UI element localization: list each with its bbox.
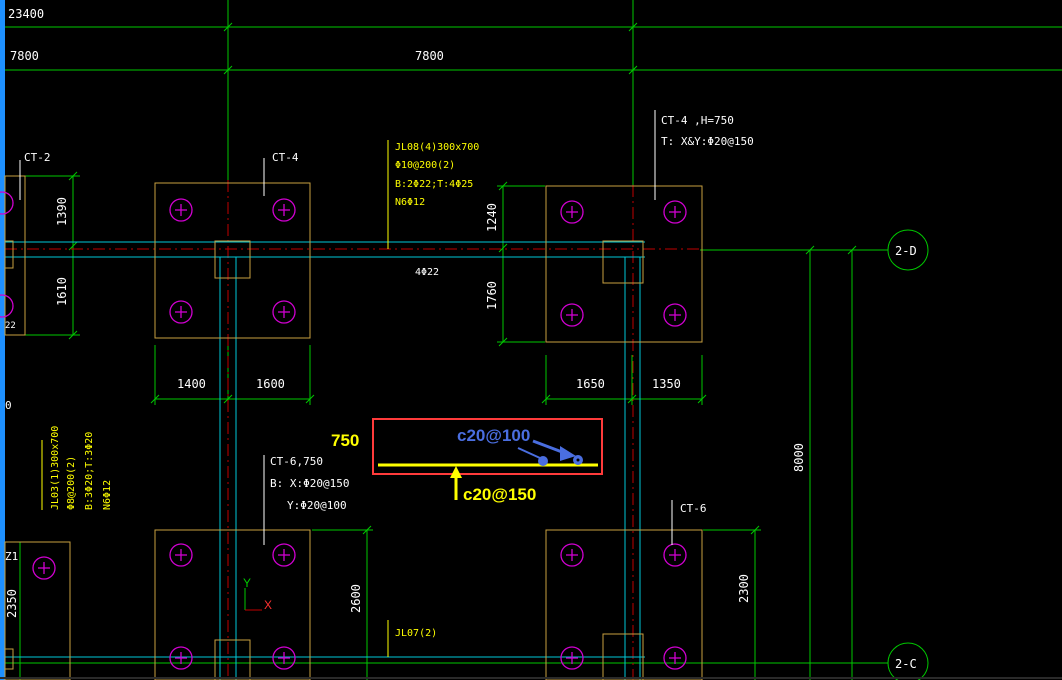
dim-ct6r-v: 2300 xyxy=(737,574,751,603)
label-ct4-right-title: CT-4 ,H=750 xyxy=(661,114,734,127)
dim-bay-right: 7800 xyxy=(415,49,444,63)
rebar-annotation[interactable]: 750 c20@100 c20@150 xyxy=(331,418,603,504)
dim-span-right: 8000 xyxy=(792,443,806,472)
label-ct6-right: CT-6 xyxy=(680,502,707,515)
dim-left-edge: 2350 xyxy=(5,589,19,618)
dim-ct4l-h-left: 1400 xyxy=(177,377,206,391)
footing-ct6-left xyxy=(154,529,311,680)
dim-ct2-v-top: 1390 xyxy=(55,197,69,226)
dimension-lines xyxy=(5,0,1062,680)
axis-label-2d: 2-D xyxy=(895,244,917,258)
footing-outlines xyxy=(4,175,703,680)
annotation-bottom-rebar: c20@150 xyxy=(463,485,536,504)
footing-labels: CT-2 CT-4 CT-4 ,H=750 T: X&Y:Φ20@150 CT-… xyxy=(5,114,754,563)
footing-ct4-left xyxy=(154,182,311,339)
axis-label-2c: 2-C xyxy=(895,657,917,671)
label-jl03-1: JL03(1)300x700 xyxy=(50,426,61,510)
dim-bay-left: 7800 xyxy=(10,49,39,63)
dim-ct4r-h-left: 1650 xyxy=(576,377,605,391)
dim-overall: 23400 xyxy=(8,7,44,21)
dim-ct4r-v-top: 1240 xyxy=(485,203,499,232)
top-rebar-arrow-1 xyxy=(517,447,541,459)
label-z1: Z1 xyxy=(5,550,18,563)
annotation-box xyxy=(372,418,603,475)
dim-ct4r-h-right: 1350 xyxy=(652,377,681,391)
label-jl03-2: Φ8@200(2) xyxy=(66,456,77,510)
beam-leaders xyxy=(41,140,389,657)
label-ct6-left-b: B: X:Φ20@150 xyxy=(270,477,349,490)
dim-ct4l-h-right: 1600 xyxy=(256,377,285,391)
label-jl03-3: B:3Φ20;T:3Φ20 xyxy=(84,432,95,510)
label-ct2: CT-2 xyxy=(24,151,51,164)
footing-ct6-right xyxy=(545,529,703,680)
footing-ct4-right xyxy=(545,185,703,343)
rebar-dot-1 xyxy=(538,456,548,466)
label-jl07: JL07(2) xyxy=(395,628,437,639)
foundation-beams xyxy=(5,241,645,680)
label-ct6-left-title: CT-6,750 xyxy=(270,455,323,468)
beam-labels: JL08(4)300x700 Φ10@200(2) B:2Φ22;T:4Φ25 … xyxy=(50,142,479,639)
viewport-left-border xyxy=(0,0,5,680)
ucs-y-label: Y xyxy=(243,576,251,590)
footing-z1-partial xyxy=(4,541,71,680)
label-ct6-left-y: Y:Φ20@100 xyxy=(287,499,347,512)
label-jl08-1: JL08(4)300x700 xyxy=(395,142,479,153)
axis-bubbles[interactable]: 2-D 2-C xyxy=(895,244,917,671)
leader-lines xyxy=(19,110,673,545)
label-jl08-3: B:2Φ22;T:4Φ25 xyxy=(395,179,473,190)
dim-ct6l-v: 2600 xyxy=(349,584,363,613)
label-edge-zero: 0 xyxy=(5,399,12,412)
ucs-x-label: X xyxy=(264,598,272,612)
label-jl08-4: N6Φ12 xyxy=(395,197,425,208)
piles xyxy=(0,191,687,670)
dim-ct4r-v-bottom: 1760 xyxy=(485,281,499,310)
label-ct4-right-rebar: T: X&Y:Φ20@150 xyxy=(661,135,754,148)
dim-ct2-v-bottom: 1610 xyxy=(55,277,69,306)
axis-centerlines xyxy=(5,180,700,680)
label-jl03-4: N6Φ12 xyxy=(102,480,113,510)
dimension-texts: 23400 7800 7800 1390 1610 1400 1600 1240… xyxy=(5,7,806,618)
ucs-icon: Y X xyxy=(243,576,272,612)
label-edge-22: 22 xyxy=(5,321,16,331)
annotation-top-rebar: c20@100 xyxy=(457,426,530,445)
label-beam-bar: 4Φ22 xyxy=(415,267,439,278)
annotation-thickness: 750 xyxy=(331,431,359,450)
label-ct4-left: CT-4 xyxy=(272,151,299,164)
footing-ct2-partial xyxy=(4,175,26,336)
label-jl08-2: Φ10@200(2) xyxy=(395,160,455,171)
